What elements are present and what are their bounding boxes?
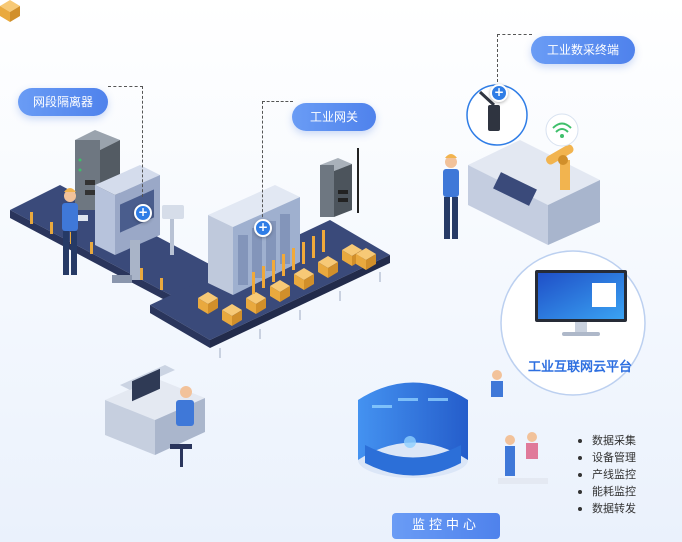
bullet-icon [578,490,582,494]
gateway-plus-icon[interactable]: + [254,219,272,237]
terminal-plus-icon[interactable]: + [490,84,508,102]
connector-gateway [262,101,293,222]
isolator-plus-icon[interactable]: + [134,204,152,222]
bullet-icon [578,507,582,511]
cloud-platform-circle [500,250,646,396]
monitor-center-label[interactable]: 监控中心 [392,513,500,539]
product-boxes [0,0,376,326]
worker-left [62,188,88,275]
segment-isolator-device [75,130,120,210]
analyst-figures [491,370,548,484]
feature-item: 能耗监控 [578,483,636,500]
server-cabinets [208,185,300,295]
robot-arm [545,144,574,190]
monitoring-ring [358,370,548,484]
scanner-arm [112,205,184,283]
gateway-device [320,148,359,217]
data-terminal-device [466,84,528,146]
connector-isolator [108,86,143,197]
feature-item: 产线监控 [578,466,636,483]
callout-industrial-gateway[interactable]: 工业网关 [292,103,376,131]
worker-right [443,154,459,239]
feature-item: 设备管理 [578,449,636,466]
connector-terminal [497,34,532,87]
sensor-posts [252,230,325,294]
bullet-icon [578,473,582,477]
feature-item: 数据转发 [578,500,636,517]
cloud-platform-label: 工业互联网云平台 [528,360,633,375]
callout-data-terminal[interactable]: 工业数采终端 [531,36,635,64]
bullet-icon [578,439,582,443]
callout-segment-isolator[interactable]: 网段隔离器 [18,88,108,116]
wifi-icon [545,113,579,147]
right-machine [468,140,600,245]
feature-item: 数据采集 [578,432,636,449]
bullet-icon [578,456,582,460]
feature-list: 数据采集 设备管理 产线监控 能耗监控 数据转发 [578,432,636,517]
control-station [105,365,205,467]
